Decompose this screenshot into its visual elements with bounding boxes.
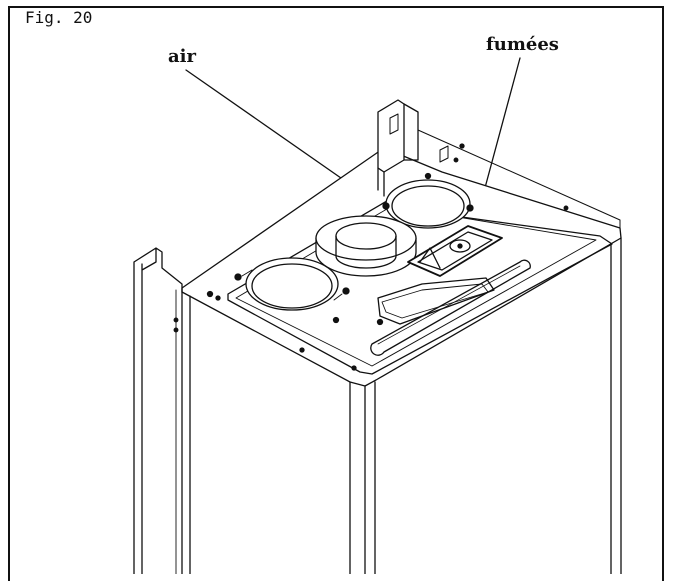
left-vent-port <box>234 257 350 311</box>
left-side-flange <box>133 247 183 574</box>
right-vent-port <box>382 172 474 229</box>
flue-outlet <box>407 225 503 277</box>
air-callout-label: air <box>168 46 196 67</box>
right-wall <box>610 237 622 574</box>
left-wall <box>181 291 351 574</box>
deck-screws <box>173 157 569 371</box>
front-wall <box>364 381 376 574</box>
rear-bracket <box>377 99 621 231</box>
air-intake-duct <box>315 215 417 277</box>
figure-number: Fig. 20 <box>25 8 93 27</box>
long-slot <box>370 259 531 356</box>
fumees-callout-label: fumées <box>486 34 559 55</box>
